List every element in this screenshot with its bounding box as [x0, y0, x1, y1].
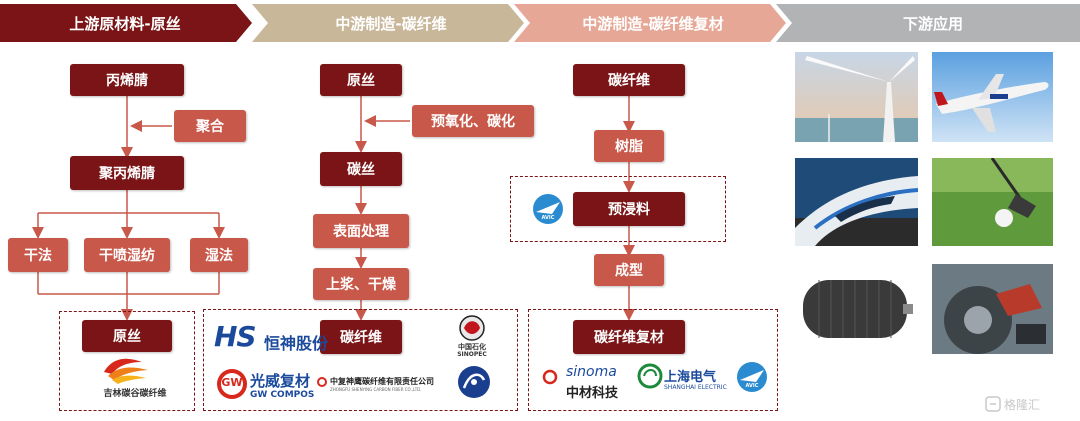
node-polymerization: 聚合: [174, 110, 246, 142]
header-midstream-composite: 中游制造-碳纤维复材: [582, 14, 724, 33]
photo-golf: [932, 158, 1053, 246]
node-carbon-fiber-input: 碳纤维: [573, 64, 685, 96]
node-surface-treatment: 表面处理: [313, 214, 409, 248]
company-sinopec-en: SINOPEC: [457, 351, 487, 358]
node-dry-spinning: 干法: [8, 238, 68, 272]
upstream-company-box: [59, 311, 195, 411]
logo-gw: GW: [221, 376, 243, 389]
company-sinoma-cn: 中材科技: [566, 386, 619, 401]
company-hengshen: 恒神股份: [264, 334, 329, 353]
node-precursor-input: 原丝: [320, 64, 402, 96]
node-oxidation-carbonization: 预氧化、碳化: [412, 105, 534, 137]
watermark-text: 格隆汇: [1004, 398, 1041, 412]
company-jilin-tangu: 吉林碳谷碳纤维: [103, 389, 167, 399]
photo-airplane: [932, 52, 1053, 142]
header-downstream: 下游应用: [902, 14, 963, 33]
header-chevron-mid1: [252, 4, 524, 42]
node-carbon-silk: 碳丝: [320, 152, 402, 186]
node-composite-output: 碳纤维复材: [573, 320, 685, 354]
header-chevron-upstream: [0, 4, 252, 42]
company-shanghai-electric: 上海电气: [664, 370, 717, 385]
avic-label-prepreg: AVIC: [541, 215, 555, 221]
photo-brake-disc: [932, 264, 1053, 354]
midstream-company-box: [203, 309, 518, 411]
node-resin: 树脂: [594, 130, 664, 162]
logo-hs: HS: [214, 320, 257, 353]
company-shanghai-electric-en: SHANGHAI ELECTRIC: [664, 384, 727, 391]
header-chevron-downstream: [776, 4, 1080, 42]
avic-label-composite: AVIC: [745, 383, 759, 389]
company-sinopec-cn: 中国石化: [458, 343, 486, 351]
header-midstream-carbon-fiber: 中游制造-碳纤维: [335, 14, 447, 33]
header-upstream: 上游原材料-原丝: [69, 14, 181, 33]
node-wet-spinning: 湿法: [190, 238, 248, 272]
photo-wind-turbine: [795, 52, 918, 142]
node-precursor-output: 原丝: [82, 320, 172, 352]
node-polyacrylonitrile: 聚丙烯腈: [70, 156, 184, 190]
node-carbon-fiber-output: 碳纤维: [320, 320, 402, 354]
prepreg-box: [510, 176, 726, 242]
photo-high-speed-train: [795, 158, 918, 246]
company-sinoma-en: sinoma: [566, 364, 617, 380]
node-forming: 成型: [594, 254, 664, 286]
company-guangwei-en: GW COMPOS: [250, 390, 315, 400]
node-acrylonitrile: 丙烯腈: [70, 64, 184, 96]
company-zhongfu-en: ZHONGFU SHENYING CARBON FIBER CO.,LTD.: [330, 387, 422, 392]
node-dry-jet-wet-spinning: 干喷湿纺: [84, 238, 170, 272]
node-prepreg: 预浸料: [573, 192, 685, 226]
company-zhongfu: 中复神鹰碳纤维有限责任公司: [330, 377, 434, 386]
header-chevron-mid2: [514, 4, 786, 42]
company-guangwei: 光威复材: [250, 372, 311, 390]
photo-pressure-tank: [795, 264, 918, 354]
node-sizing-drying: 上浆、干燥: [313, 268, 409, 300]
composite-company-box: [528, 309, 778, 411]
